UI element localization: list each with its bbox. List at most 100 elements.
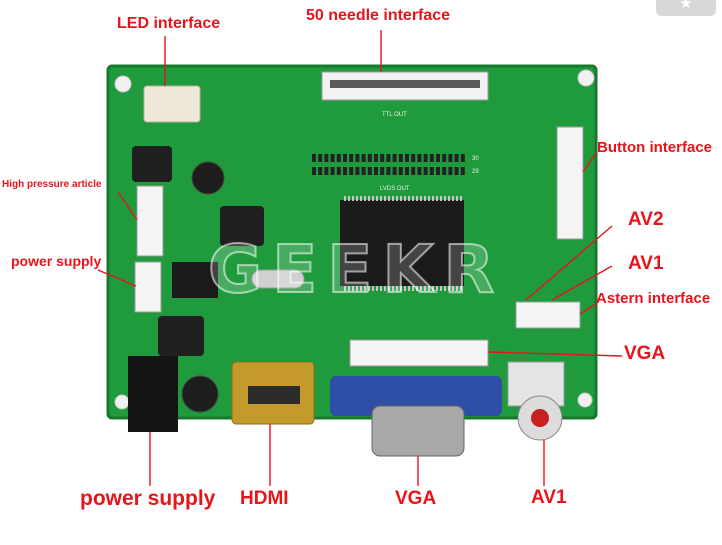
chip-pin xyxy=(348,196,350,201)
chip-pin xyxy=(428,196,430,201)
chip-pin xyxy=(436,286,438,291)
header-pin xyxy=(411,154,416,162)
leader-line xyxy=(97,269,137,287)
chip-pin xyxy=(412,196,414,201)
chip-pin xyxy=(360,286,362,291)
inductor xyxy=(158,316,204,356)
button-interface-label: Button interface xyxy=(597,139,713,156)
header-pin xyxy=(343,154,347,162)
header-pin xyxy=(405,154,409,162)
inductor xyxy=(132,146,172,182)
chip-pin xyxy=(400,196,402,201)
star-icon[interactable]: ★ xyxy=(679,0,693,12)
chip-pin xyxy=(444,196,446,201)
power-supply-label-bottom: power supply xyxy=(80,487,216,510)
chip-pin xyxy=(420,286,422,291)
header-pin xyxy=(442,167,447,175)
chip-pin xyxy=(408,196,410,201)
chip-pin xyxy=(448,286,450,291)
chip-pin xyxy=(364,196,366,201)
chip-pin xyxy=(380,196,382,201)
chip-pin xyxy=(424,286,426,291)
header-pin xyxy=(454,154,459,162)
high-pressure-article-label: High pressure article xyxy=(2,179,102,190)
header-pin xyxy=(392,154,397,162)
chip-pin xyxy=(388,286,390,291)
capacitor xyxy=(181,375,219,413)
main-chip xyxy=(340,200,464,286)
chip-pin xyxy=(440,196,442,201)
header-pin xyxy=(336,167,341,175)
chip-pin xyxy=(356,196,358,201)
header-pin xyxy=(336,154,341,162)
mount-hole xyxy=(114,75,132,93)
chip-pin xyxy=(384,286,386,291)
header-pin xyxy=(367,154,372,162)
chip-pin xyxy=(344,196,346,201)
header-pin xyxy=(429,154,434,162)
header-pin xyxy=(423,154,428,162)
chip-pin xyxy=(432,196,434,201)
header-pin xyxy=(398,167,403,175)
chip-pin xyxy=(360,196,362,201)
header-pin xyxy=(367,167,372,175)
header-pin xyxy=(436,167,440,175)
header-pin xyxy=(417,167,422,175)
chip-pin xyxy=(460,286,462,291)
chip-pin xyxy=(452,196,454,201)
chip-pin xyxy=(432,286,434,291)
header-pin xyxy=(330,167,335,175)
header-pin xyxy=(324,167,329,175)
header-pin xyxy=(349,167,354,175)
astern-connector xyxy=(515,301,581,329)
header-pin xyxy=(411,167,416,175)
chip-pin xyxy=(392,286,394,291)
header-pin xyxy=(429,167,434,175)
leader-line xyxy=(117,191,138,221)
header-pin xyxy=(355,154,360,162)
mount-hole xyxy=(577,392,593,408)
leader-line xyxy=(579,303,597,315)
header-pin xyxy=(324,154,329,162)
chip-pin xyxy=(416,196,418,201)
header-pin xyxy=(417,154,422,162)
button-connector xyxy=(556,126,584,240)
leader-line xyxy=(525,225,613,301)
chip-pin xyxy=(376,196,378,201)
header-pin xyxy=(460,167,465,175)
hdmi-port-opening xyxy=(248,386,300,404)
chip-pin xyxy=(456,286,458,291)
av1-label-bottom: AV1 xyxy=(531,487,567,508)
header-pin xyxy=(386,167,391,175)
vga-label-bottom: VGA xyxy=(395,488,437,509)
header-pin xyxy=(448,154,453,162)
leader-line xyxy=(487,351,623,357)
chip-pin xyxy=(364,286,366,291)
chip-pins xyxy=(344,196,462,291)
header-pin xyxy=(386,154,391,162)
lvds-pin-header xyxy=(312,154,465,175)
crystal xyxy=(251,269,305,289)
chip-pin xyxy=(344,286,346,291)
header-pin xyxy=(374,154,378,162)
50-needle-interface-label: 50 needle interface xyxy=(306,7,451,24)
hdmi-label: HDMI xyxy=(240,488,289,509)
header-pin xyxy=(442,154,447,162)
header-pin xyxy=(343,167,347,175)
chip-pin xyxy=(396,196,398,201)
chip-pin xyxy=(352,196,354,201)
vga-connector xyxy=(330,376,502,416)
chip-pin xyxy=(452,286,454,291)
chip-pin xyxy=(368,196,370,201)
header-pin xyxy=(318,167,323,175)
header-pin xyxy=(330,154,335,162)
chip-pin xyxy=(368,286,370,291)
chip-pin xyxy=(376,286,378,291)
header-pin xyxy=(454,167,459,175)
mount-hole xyxy=(577,69,595,87)
chip-pin xyxy=(400,286,402,291)
chip-pin xyxy=(384,196,386,201)
fpc-50pin-slot xyxy=(330,80,480,88)
header-pin xyxy=(312,167,316,175)
favorite-badge[interactable]: ★ xyxy=(656,0,716,16)
